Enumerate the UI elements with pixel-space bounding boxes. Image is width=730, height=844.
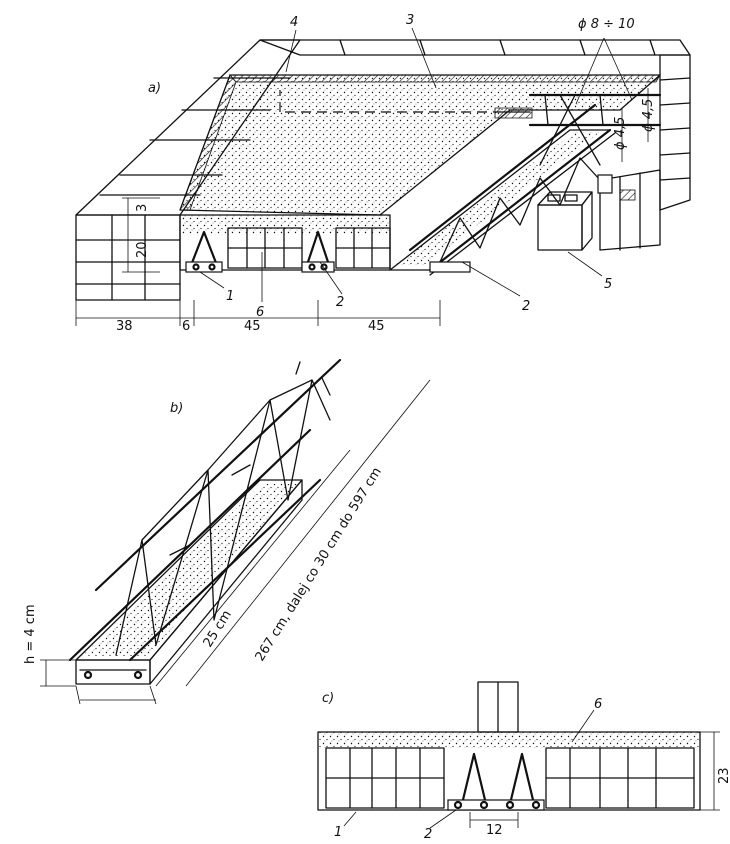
- callout-2a: 2: [336, 295, 344, 310]
- top-chord: [94, 358, 342, 592]
- dim-45b: 45: [368, 319, 385, 334]
- panel-a-leader-lines: [199, 27, 633, 302]
- rear-brick-wall: [259, 39, 691, 56]
- dim-3: 3: [135, 204, 150, 212]
- panel-c-cross-section: c) 6 1 2 12 23: [317, 681, 730, 842]
- callout-3: 3: [406, 13, 414, 28]
- dim-c-23: 23: [717, 767, 730, 784]
- rib-right: [508, 752, 536, 806]
- rib-left: [460, 752, 488, 806]
- dim-6: 6: [182, 319, 190, 334]
- dim-38: 38: [116, 319, 133, 334]
- panel-a-label: a): [148, 81, 161, 96]
- callout-c-2: 2: [424, 827, 432, 842]
- lattice-diagonals: [115, 379, 331, 656]
- panel-c-label: c): [322, 691, 334, 706]
- callout-c-6: 6: [594, 697, 602, 712]
- panel-b-truss-joist: b) h = 4 cm 25 cm 267 cm, dalej co 30 cm…: [23, 358, 431, 705]
- dim-45a: 45: [244, 319, 261, 334]
- hollow-blocks-left: [325, 747, 445, 809]
- callout-2b: 2: [522, 299, 530, 314]
- callout-4: 4: [290, 15, 298, 30]
- topping-band: [229, 74, 661, 83]
- bar-diameter-2: ϕ 4,5: [641, 99, 656, 132]
- panel-a-dimension-lines: [75, 88, 649, 326]
- hollow-blocks-right: [545, 747, 695, 809]
- dim-c-12: 12: [486, 823, 503, 838]
- callout-6: 6: [256, 305, 264, 320]
- truss-rib-rear: [494, 93, 662, 166]
- panel-b-dimension-lines: [40, 379, 431, 705]
- hollow-clay-blocks: [227, 227, 391, 269]
- bar-diameter-1: ϕ 4,5: [613, 117, 628, 150]
- callout-c-1: 1: [334, 825, 342, 840]
- callout-1: 1: [226, 289, 234, 304]
- rib-seating-right: [597, 174, 613, 194]
- single-clay-block: [537, 191, 593, 251]
- panel-a-isometric-view: a) 4 3 ϕ 8 ÷ 10 ϕ 4,5 ϕ 4,5 6 2 2 5 1 3 …: [75, 13, 691, 334]
- joist-height: h = 4 cm: [23, 604, 38, 664]
- panel-c-dimension-lines: [343, 709, 720, 829]
- panel-b-label: b): [170, 401, 183, 416]
- right-brick-wall: [599, 54, 691, 251]
- joist-width: 25 cm: [201, 608, 235, 650]
- truss-rib-exposed: [389, 103, 616, 276]
- bar-diameter-top: ϕ 8 ÷ 10: [578, 17, 635, 32]
- callout-5: 5: [604, 277, 612, 292]
- dim-20: 20: [135, 241, 150, 258]
- slab-section-front: [179, 214, 391, 273]
